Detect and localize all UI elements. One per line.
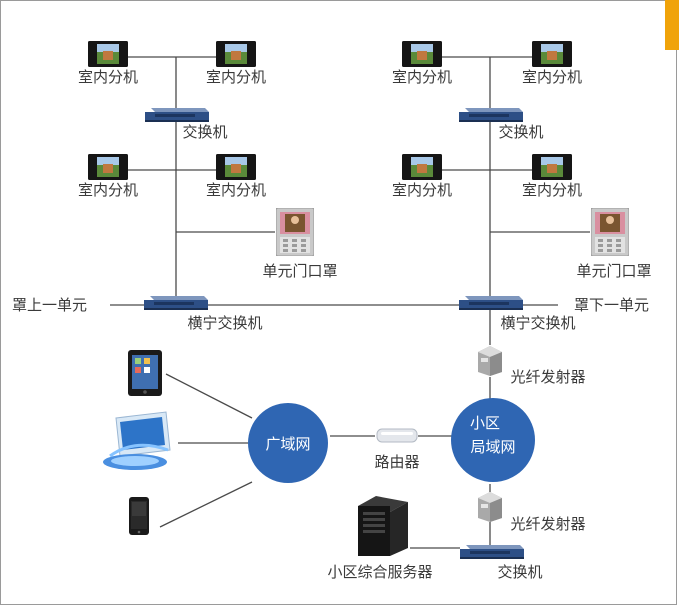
network-switch-icon — [460, 545, 524, 559]
next-unit-label: 罩下一单元 — [574, 296, 649, 314]
indoor-unit-right-4: 室内分机 — [522, 154, 582, 199]
indoor-monitor-icon — [216, 41, 256, 67]
indoor-unit-label: 室内分机 — [206, 68, 266, 86]
door-station-label: 单元门口罩 — [576, 262, 651, 280]
network-switch-icon — [145, 108, 209, 122]
indoor-monitor-icon — [88, 154, 128, 180]
fiber-transceiver-icon — [478, 346, 502, 376]
indoor-monitor-icon — [532, 41, 572, 67]
lan-circle — [451, 398, 535, 482]
indoor-monitor-icon — [402, 154, 442, 180]
tablet — [128, 350, 162, 396]
core-switch-label: 横宁交换机 — [500, 314, 575, 332]
desktop-monitor-icon — [103, 411, 171, 470]
lan-node: 小区 局域网 — [451, 398, 535, 482]
indoor-unit-label: 室内分机 — [522, 68, 582, 86]
indoor-monitor-icon — [532, 154, 572, 180]
accent-bar — [665, 0, 679, 50]
lan-label-line1: 小区 — [470, 414, 500, 432]
indoor-unit-left-3: 室内分机 — [78, 154, 138, 199]
prev-unit-label: 罩上一单元 — [12, 296, 87, 314]
indoor-unit-right-1: 室内分机 — [392, 41, 452, 86]
fiber-tx-label: 光纤发射器 — [510, 515, 585, 533]
server-label: 小区综合服务器 — [327, 563, 432, 581]
network-switch-icon — [459, 108, 523, 122]
door-intercom-icon — [276, 208, 314, 256]
switch-left: 交换机 — [145, 108, 228, 141]
switch-label: 交换机 — [182, 123, 227, 141]
indoor-unit-label: 室内分机 — [78, 68, 138, 86]
indoor-unit-left-2: 室内分机 — [206, 41, 266, 86]
indoor-unit-label: 室内分机 — [78, 181, 138, 199]
door-station-right: 单元门口罩 — [576, 208, 652, 280]
switch-label: 交换机 — [498, 123, 543, 141]
router-icon — [376, 428, 418, 443]
fiber-transmitter-top: 光纤发射器 — [478, 346, 586, 386]
fiber-transmitter-bottom: 光纤发射器 — [478, 492, 586, 533]
indoor-monitor-icon — [216, 154, 256, 180]
fiber-transceiver-icon — [478, 492, 502, 522]
wan-label: 广域网 — [265, 435, 310, 453]
smartphone-icon — [129, 497, 149, 535]
fiber-tx-label: 光纤发射器 — [510, 368, 585, 386]
indoor-unit-right-2: 室内分机 — [522, 41, 582, 86]
network-switch-icon — [459, 296, 523, 310]
server-tower-icon — [358, 496, 408, 556]
network-switch-icon — [144, 296, 208, 310]
switch-bottom: 交换机 — [460, 545, 543, 581]
indoor-unit-right-3: 室内分机 — [392, 154, 452, 199]
wan-node: 广域网 — [248, 403, 328, 483]
lan-label-line2: 局域网 — [470, 438, 515, 456]
indoor-unit-label: 室内分机 — [206, 181, 266, 199]
core-switch-left: 横宁交换机 — [144, 296, 263, 332]
door-intercom-icon — [591, 208, 629, 256]
indoor-unit-left-1: 室内分机 — [78, 41, 138, 86]
desktop — [103, 411, 171, 470]
server: 小区综合服务器 — [327, 496, 433, 581]
tablet-icon — [128, 350, 162, 396]
switch-label: 交换机 — [497, 563, 542, 581]
indoor-unit-label: 室内分机 — [392, 181, 452, 199]
switch-right: 交换机 — [459, 108, 544, 141]
core-switch-right: 横宁交换机 — [459, 296, 576, 332]
indoor-unit-left-4: 室内分机 — [206, 154, 266, 199]
smartphone — [129, 497, 149, 535]
indoor-monitor-icon — [402, 41, 442, 67]
router-label: 路由器 — [374, 453, 419, 471]
indoor-unit-label: 室内分机 — [392, 68, 452, 86]
door-station-left: 单元门口罩 — [262, 208, 338, 280]
indoor-monitor-icon — [88, 41, 128, 67]
wan-circle — [248, 403, 328, 483]
core-switch-label: 横宁交换机 — [187, 314, 262, 332]
indoor-unit-label: 室内分机 — [522, 181, 582, 199]
router: 路由器 — [374, 428, 420, 471]
door-station-label: 单元门口罩 — [262, 262, 337, 280]
